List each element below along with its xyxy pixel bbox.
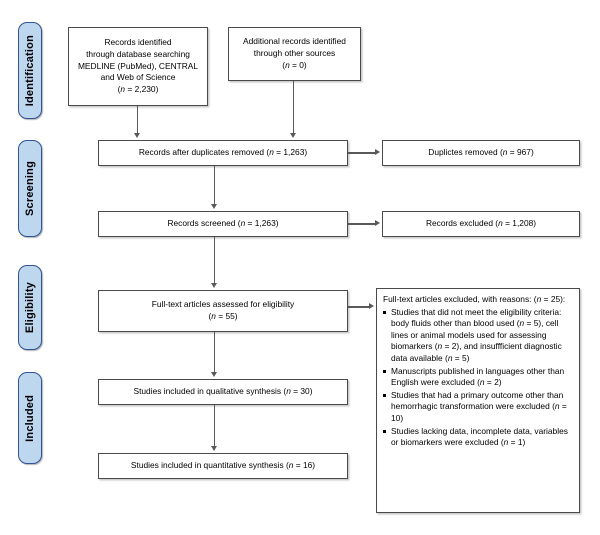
box-quantitative-synthesis: Studies included in quantitative synthes… [98,453,348,479]
arrow-fulltext-right [369,303,374,310]
stage-pill-included: Included [18,372,42,464]
stage-pill-screening: Screening [18,140,42,237]
stage-pill-eligibility: Eligibility [18,265,42,350]
fulltext-excluded-heading: Full-text articles excluded, with reason… [383,294,566,304]
box-records-identified: Records identified through database sear… [68,27,208,106]
arrow-additional-down [289,133,296,138]
connector-fulltext-down [214,332,216,373]
stage-label-eligibility: Eligibility [23,281,36,334]
connector-additional-down [293,81,295,134]
box-records-excluded-text: Records excluded (n = 1,208) [425,218,537,229]
stage-label-identification: Identification [23,34,36,107]
box-additional-records: Additional records identified through ot… [228,27,361,81]
box-qualitative-synthesis: Studies included in qualitative synthesi… [98,379,348,405]
connector-duplicates-right [348,152,376,154]
arrow-screened-right [375,220,380,227]
box-fulltext-excluded: Full-text articles excluded, with reason… [376,288,580,513]
box-records-identified-text: Records identified through database sear… [77,36,199,95]
box-additional-records-text: Additional records identified through ot… [243,36,346,70]
arrow-identified-down [133,133,140,138]
stage-label-included: Included [23,394,36,442]
box-qualitative-synthesis-text: Studies included in qualitative synthesi… [133,386,313,397]
box-quantitative-synthesis-text: Studies included in quantitative synthes… [130,460,316,471]
box-records-after-duplicates: Records after duplicates removed (n = 1,… [98,140,348,166]
connector-qualitative-down [214,405,216,447]
box-records-excluded: Records excluded (n = 1,208) [382,211,580,237]
stage-label-screening: Screening [23,161,36,216]
connector-screened-down [214,237,216,284]
arrow-duplicates-right [375,149,380,156]
box-records-after-duplicates-text: Records after duplicates removed (n = 1,… [138,147,308,158]
stage-pill-identification: Identification [18,22,42,119]
connector-after-duplicates-down [214,166,216,205]
arrow-after-duplicates-down [210,204,217,209]
box-fulltext-assessed-text: Full-text articles assessed for eligibil… [151,299,295,321]
arrow-screened-down [210,283,217,288]
arrow-fulltext-down [210,372,217,377]
box-records-screened-text: Records screened (n = 1,263) [167,218,279,229]
list-item: Studies that did not meet the eligibilit… [383,307,573,365]
list-item: Studies that had a primary outcome other… [383,390,573,425]
list-item: Studies lacking data, incomplete data, v… [383,426,573,449]
fulltext-excluded-reason-list: Studies that did not meet the eligibilit… [383,307,573,449]
box-records-screened: Records screened (n = 1,263) [98,211,348,237]
arrow-qualitative-down [210,446,217,451]
box-fulltext-assessed: Full-text articles assessed for eligibil… [98,290,348,332]
connector-identified-down [137,106,139,134]
box-duplicates-removed-text: Duplictes removed (n = 967) [428,147,534,158]
connector-fulltext-right [348,306,370,308]
list-item: Manuscripts published in languages other… [383,366,573,389]
connector-screened-right [348,223,376,225]
box-duplicates-removed: Duplictes removed (n = 967) [382,140,580,166]
